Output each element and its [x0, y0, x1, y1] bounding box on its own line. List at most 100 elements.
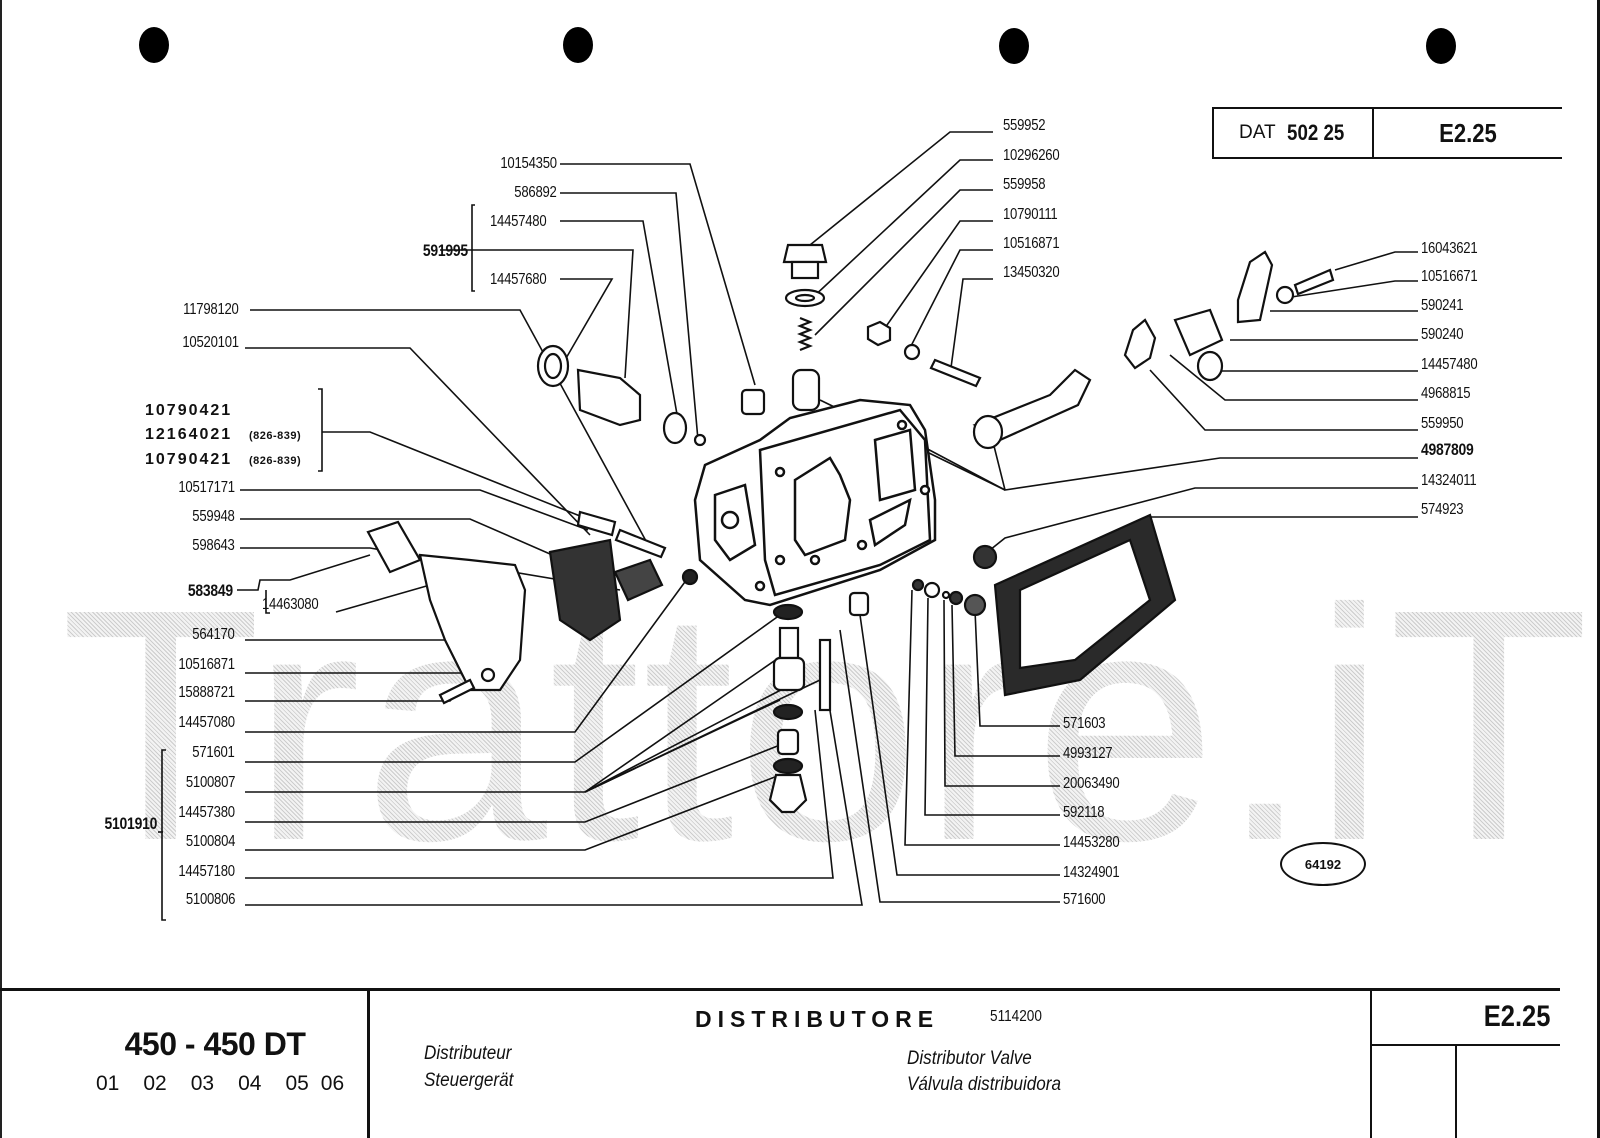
part-label: 14457680 — [490, 271, 547, 288]
leader-lines — [158, 131, 1418, 921]
part-label: 10520101 — [182, 334, 240, 351]
leader-line-15888721 — [245, 689, 461, 702]
part-label: 559952 — [1003, 117, 1046, 134]
page-code-box: E2.25 — [1372, 107, 1562, 159]
part-label: 14457480 — [1421, 356, 1478, 373]
part-label: 4987809 — [1421, 440, 1474, 459]
assembly-code: 5114200 — [990, 1008, 1042, 1025]
part-label: 14324901 — [1063, 864, 1120, 881]
part-label: 571600 — [1063, 891, 1106, 908]
title-french: Distributeur — [424, 1043, 512, 1064]
leader-line-10517171 — [240, 489, 589, 531]
part-label: 12164021 — [145, 426, 233, 443]
leader-line-10296260 — [809, 159, 993, 301]
part-label: 571603 — [1063, 715, 1106, 732]
footer-divider — [1370, 988, 1372, 1138]
part-label: 590240 — [1421, 326, 1464, 343]
part-label: 10517171 — [178, 479, 236, 496]
washer-10516871-left — [480, 667, 496, 683]
part-label: 590241 — [1421, 297, 1464, 314]
variant: 03 — [190, 1072, 215, 1095]
leader-line-4993127 — [951, 604, 1060, 757]
leader-line-14457080 — [245, 574, 691, 733]
plug-559952 — [782, 243, 828, 264]
dat-prefix: DAT — [1239, 122, 1276, 143]
variant: 01 — [96, 1072, 120, 1095]
leader-line-14457680 — [560, 278, 614, 361]
page-edge-left — [0, 0, 2, 1138]
plug-10154350 — [740, 388, 766, 416]
bolt-16043621 — [1293, 268, 1335, 296]
tractor-model: 450 - 450 DT — [124, 1026, 306, 1062]
leader-line-10154350 — [560, 163, 756, 386]
leader-line-10520101 — [245, 347, 591, 536]
gasket-14463080 — [548, 538, 622, 642]
group-label: 5101910 — [104, 814, 157, 833]
lever-559950 — [1123, 318, 1157, 370]
part-label: 559958 — [1003, 176, 1046, 193]
leader-line-592118 — [924, 597, 1060, 816]
leader-line-10516871-top — [909, 249, 993, 349]
nut-10517171 — [576, 510, 617, 537]
part-label: 14463080 — [262, 596, 319, 613]
part-label: 14453280 — [1063, 834, 1120, 851]
washer-10516671 — [1275, 285, 1295, 305]
leader-line-586892 — [560, 192, 699, 441]
footer-divider — [1455, 1044, 1457, 1138]
dat-number: 502 25 — [1286, 120, 1344, 145]
leader-line-14324901 — [859, 614, 1060, 876]
washer-10516871 — [903, 343, 921, 361]
piston-4987809 — [791, 368, 821, 412]
leader-line-10516671 — [1284, 280, 1418, 299]
part-label: 10516871 — [1003, 235, 1060, 252]
binder-hole — [139, 27, 169, 63]
component-drawings — [366, 243, 1335, 814]
page-code: E2.25 — [1483, 1000, 1550, 1033]
leader-line-598643 — [240, 547, 621, 591]
variant: 05 — [285, 1072, 309, 1095]
leader-line-5100807c — [584, 679, 821, 793]
dat-reference-box: DAT 502 25 — [1212, 107, 1374, 159]
plug-5100806 — [768, 773, 808, 814]
leader-line-5100804 — [245, 774, 781, 851]
binder-hole — [1426, 28, 1456, 64]
bracket-564170 — [418, 553, 527, 692]
leader-line-13450320 — [949, 278, 993, 376]
plug-559948-part — [613, 558, 664, 602]
bracket-583849 — [265, 590, 270, 614]
binder-hole — [999, 28, 1029, 64]
ball-14453280 — [911, 578, 925, 592]
leader-line-4987809c — [919, 444, 1006, 491]
stud-11798120 — [614, 528, 667, 559]
leader-line-5100807a — [245, 649, 791, 793]
leader-line-583849 — [237, 554, 371, 591]
part-label: 564170 — [192, 626, 236, 643]
part-label: 14457380 — [178, 804, 236, 821]
footer-divider — [0, 988, 1560, 991]
part-label: 10790111 — [1003, 206, 1058, 223]
part-label: 10790421 — [145, 402, 233, 419]
title-english: Distributor Valve — [907, 1048, 1032, 1069]
valve-body-drawing — [693, 398, 937, 607]
binder-hole — [563, 27, 593, 63]
seal-571601 — [772, 603, 804, 621]
group-label: 583849 — [187, 581, 233, 600]
leader-line-10790111 — [879, 220, 993, 336]
bracket-10790421 — [318, 388, 323, 472]
leader-line-20063490 — [943, 599, 1060, 787]
part-label: 10790421 — [145, 451, 233, 468]
part-label: 559948 — [192, 508, 236, 525]
part-label: 16043621 — [1421, 240, 1478, 257]
watermark: Trattore.iT — [60, 540, 1592, 909]
title-spanish: Válvula distribuidora — [907, 1074, 1061, 1095]
ball-20063490 — [941, 590, 951, 600]
variant: 02 — [143, 1072, 167, 1095]
seal-14457380 — [772, 703, 804, 721]
part-label: 4993127 — [1063, 745, 1113, 762]
spring-4993127 — [948, 590, 964, 606]
page-edge-right — [1597, 0, 1600, 1138]
part-label: 10296260 — [1003, 147, 1060, 164]
part-label: 10516671 — [1421, 268, 1478, 285]
